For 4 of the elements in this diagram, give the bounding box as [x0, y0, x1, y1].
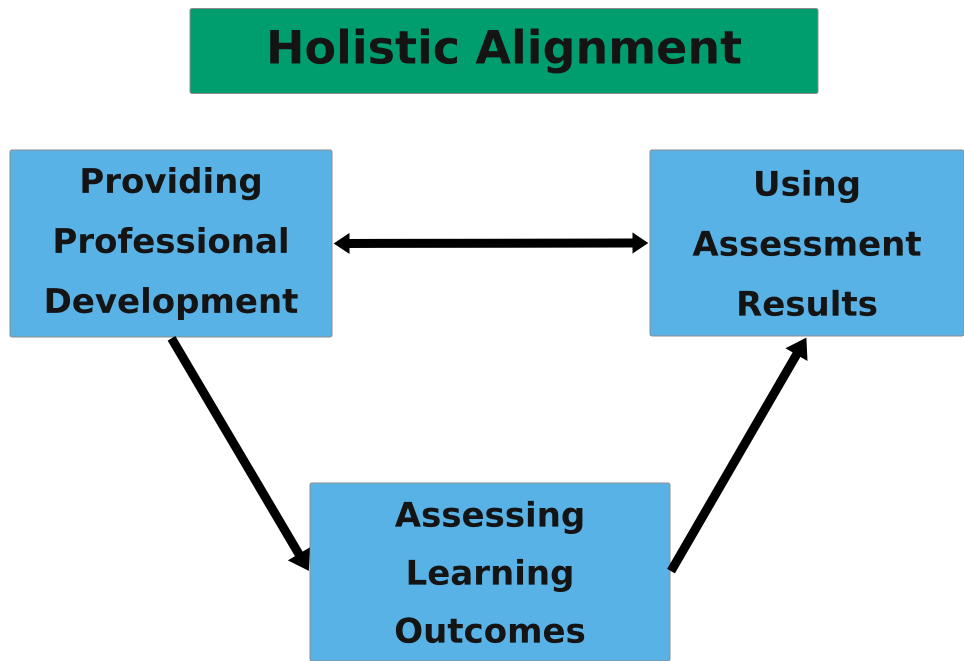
process-box: Assessing Learning Outcomes: [310, 482, 670, 661]
process-box: Using Assessment Results: [650, 150, 964, 336]
process-box: Providing Professional Development: [10, 150, 332, 338]
title-box: Holistic Alignment: [190, 8, 818, 94]
